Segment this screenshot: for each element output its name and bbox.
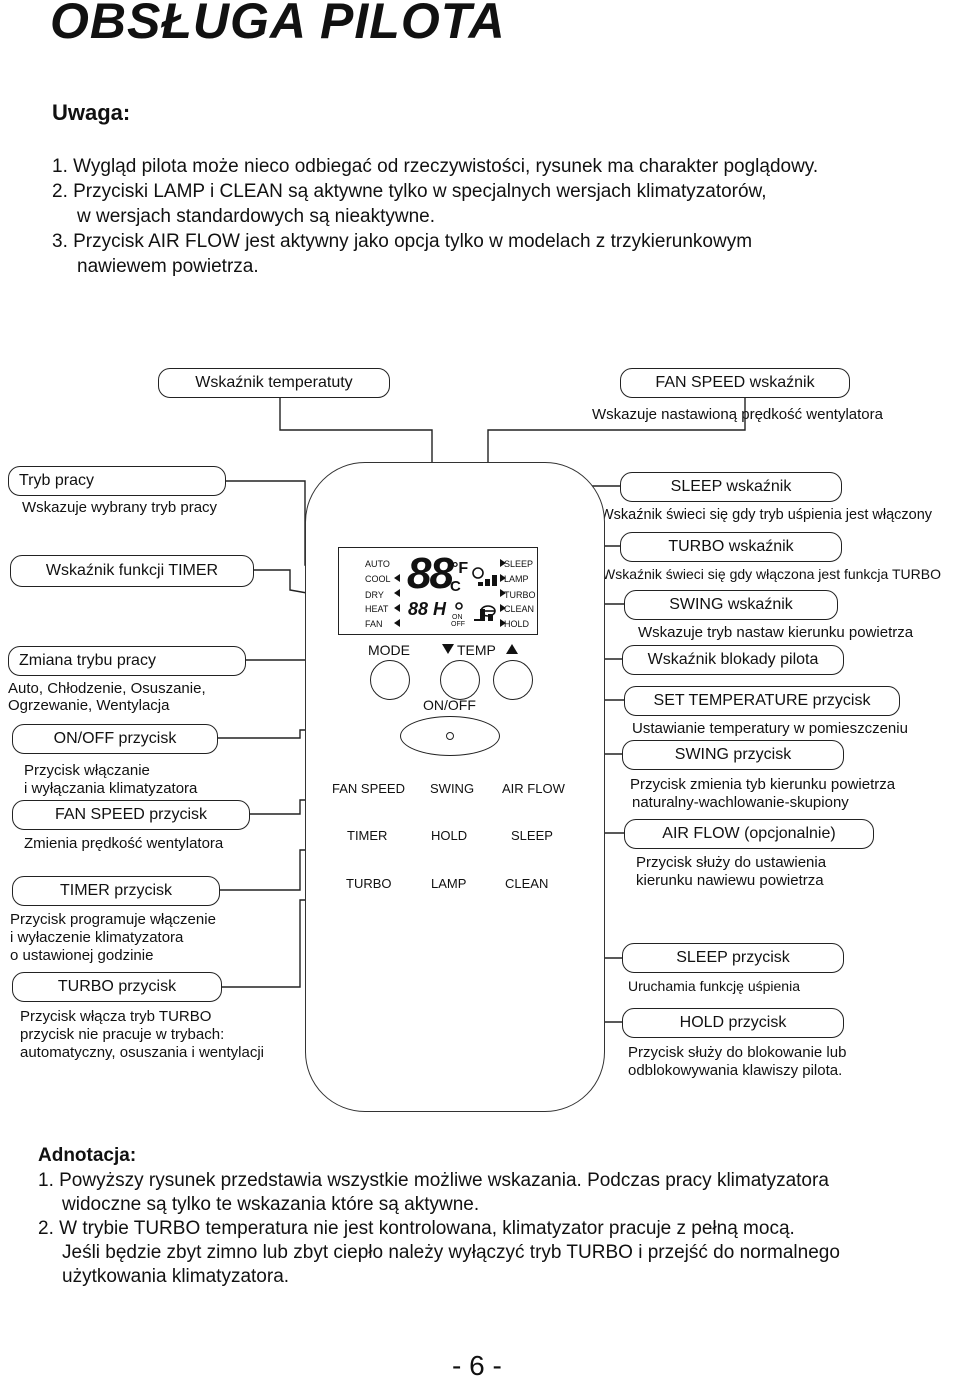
adnotacja-line-3: 2. W trybie TURBO temperatura nie jest k… xyxy=(38,1218,795,1239)
adnotacja-line-4: Jeśli będzie zbyt zimno lub zbyt ciepło … xyxy=(62,1242,840,1263)
swing-desc-2: naturalny-wachlowanie-skupiony xyxy=(632,794,849,811)
lock-indicator-label: Wskaźnik blokady pilota xyxy=(622,645,844,675)
lcd-unit-f: °F xyxy=(452,560,469,577)
timer-indicator-label: Wskaźnik funkcji TIMER xyxy=(10,555,254,587)
lcd-auto: AUTO xyxy=(365,559,390,569)
timer-label-remote: TIMER xyxy=(347,828,388,843)
sleep-label-remote: SLEEP xyxy=(511,828,553,843)
lcd-dry: DRY xyxy=(365,590,384,600)
timer-button-label: TIMER przycisk xyxy=(12,876,220,906)
sleep-button-label: SLEEP przycisk xyxy=(622,943,844,973)
airflow-button-label: AIR FLOW (opcjonalnie) xyxy=(624,819,874,849)
sleep-desc: Uruchamia funkcję uśpienia xyxy=(628,978,800,994)
clean-label-remote: CLEAN xyxy=(505,876,549,891)
temp-up-button[interactable] xyxy=(493,660,533,700)
page-number: - 6 - xyxy=(452,1350,502,1381)
adnotacja-heading: Adnotacja: xyxy=(38,1145,137,1166)
set-temp-desc: Ustawianie temperatury w pomieszczeniu xyxy=(632,720,908,737)
timer-desc-2: i wyłaczenie klimatyzatora xyxy=(10,929,184,946)
turbo-button-label: TURBO przycisk xyxy=(12,972,222,1002)
swing-indicator-label: SWING wskaźnik xyxy=(624,590,838,620)
uwaga-line-3: w wersjach standardowych są nieaktywne. xyxy=(77,206,436,227)
uwaga-line-2: 2. Przyciski LAMP i CLEAN są aktywne tyl… xyxy=(52,181,767,202)
set-temp-button-label: SET TEMPERATURE przycisk xyxy=(624,686,900,716)
onoff-desc-2: i wyłączania klimatyzatora xyxy=(24,780,198,797)
page-title: OBSŁUGA PILOTA xyxy=(50,0,506,49)
lcd-clean: CLEAN xyxy=(504,604,535,614)
fanspeed-indicator-desc: Wskazuje nastawioną prędkość wentylatora xyxy=(592,406,883,423)
fanspeed-label-remote: FAN SPEED xyxy=(332,781,405,796)
turbo-indicator-label: TURBO wskaźnik xyxy=(620,532,842,562)
fanspeed-indicator-label: FAN SPEED wskaźnik xyxy=(620,368,850,398)
uwaga-line-1: 1. Wygląd pilota może nieco odbiegać od … xyxy=(52,156,819,177)
turbo-desc-3: automatyczny, osuszania i wentylacji xyxy=(20,1044,264,1061)
timer-desc-3: o ustawionej godzinie xyxy=(10,947,154,964)
lcd-lamp: LAMP xyxy=(504,574,529,584)
lcd-off: OFF xyxy=(451,621,465,628)
airflow-desc-1: Przycisk służy do ustawienia xyxy=(636,854,827,871)
onoff-button-label: ON/OFF przycisk xyxy=(12,724,218,754)
lcd-on: ON xyxy=(452,614,463,621)
sleep-indicator-label: SLEEP wskaźnik xyxy=(620,472,842,502)
temp-down-button[interactable] xyxy=(440,660,480,700)
swing-button-label: SWING przycisk xyxy=(622,740,844,770)
swing-label-remote: SWING xyxy=(430,781,475,796)
timer-desc-1: Przycisk programuje włączenie xyxy=(10,911,216,928)
mode-change-label: Zmiana trybu pracy xyxy=(8,646,246,676)
airflow-desc-2: kierunku nawiewu powietrza xyxy=(636,872,824,889)
lcd-digits: 88 xyxy=(407,549,454,598)
sleep-indicator-desc: Wskaźnik świeci się gdy tryb uśpienia je… xyxy=(600,507,933,523)
hold-label-remote: HOLD xyxy=(431,828,468,843)
temp-up-icon xyxy=(506,644,518,654)
mode-button[interactable] xyxy=(370,660,410,700)
lcd-icons xyxy=(394,559,506,627)
lcd-timer: 88 H xyxy=(408,599,447,619)
lcd-turbo: TURBO xyxy=(504,590,536,600)
lcd-sleep: SLEEP xyxy=(504,559,534,569)
temp-indicator-label: Wskaźnik temperatuty xyxy=(158,368,390,398)
mode-change-desc-1: Auto, Chłodzenie, Osuszanie, xyxy=(8,680,206,697)
temp-down-icon xyxy=(442,644,454,654)
lamp-label-remote: LAMP xyxy=(431,876,467,891)
onoff-label-remote: ON/OFF xyxy=(423,697,476,713)
adnotacja-line-2: widoczne są tylko te wskazania które są … xyxy=(62,1194,480,1215)
lcd-hold: HOLD xyxy=(504,619,530,629)
mode-label-remote: MODE xyxy=(368,642,410,658)
airflow-label-remote: AIR FLOW xyxy=(502,781,565,796)
swing-desc-1: Przycisk zmienia tyb kierunku powietrza xyxy=(630,776,896,793)
lcd-cool: COOL xyxy=(365,574,391,584)
mode-desc: Wskazuje wybrany tryb pracy xyxy=(22,499,218,516)
turbo-desc-2: przycisk nie pracuje w trybach: xyxy=(20,1026,225,1043)
uwaga-line-4: 3. Przycisk AIR FLOW jest aktywny jako o… xyxy=(52,231,753,252)
uwaga-heading: Uwaga: xyxy=(52,100,131,125)
turbo-label-remote: TURBO xyxy=(346,876,392,891)
uwaga-line-5: nawiewem powietrza. xyxy=(77,256,259,277)
lcd-fan: FAN xyxy=(365,619,383,629)
lcd-display xyxy=(338,547,538,635)
lcd-heat: HEAT xyxy=(365,604,389,614)
temp-arrows xyxy=(442,644,518,654)
mode-label: Tryb pracy xyxy=(8,466,226,496)
onoff-desc-1: Przycisk włączanie xyxy=(24,762,150,779)
mode-change-desc-2: Ogrzewanie, Wentylacja xyxy=(8,697,170,714)
lcd-unit-c: °C xyxy=(444,578,461,595)
turbo-indicator-desc: Wskaźnik świeci się gdy włączona jest fu… xyxy=(602,566,941,582)
hold-desc-2: odblokowywania klawiszy pilota. xyxy=(628,1062,843,1079)
adnotacja-line-5: użytkowania klimatyzatora. xyxy=(62,1266,290,1287)
adnotacja-line-1: 1. Powyższy rysunek przedstawia wszystki… xyxy=(38,1170,829,1191)
fanspeed-desc: Zmienia prędkość wentylatora xyxy=(24,835,224,852)
fanspeed-button-label: FAN SPEED przycisk xyxy=(12,800,250,830)
hold-button-label: HOLD przycisk xyxy=(622,1008,844,1038)
turbo-desc-1: Przycisk włącza tryb TURBO xyxy=(20,1008,212,1025)
hold-desc-1: Przycisk służy do blokowanie lub xyxy=(628,1044,847,1061)
swing-indicator-desc: Wskazuje tryb nastaw kierunku powietrza xyxy=(638,624,914,641)
temp-label: TEMP xyxy=(457,642,496,658)
power-led-icon xyxy=(446,732,454,740)
